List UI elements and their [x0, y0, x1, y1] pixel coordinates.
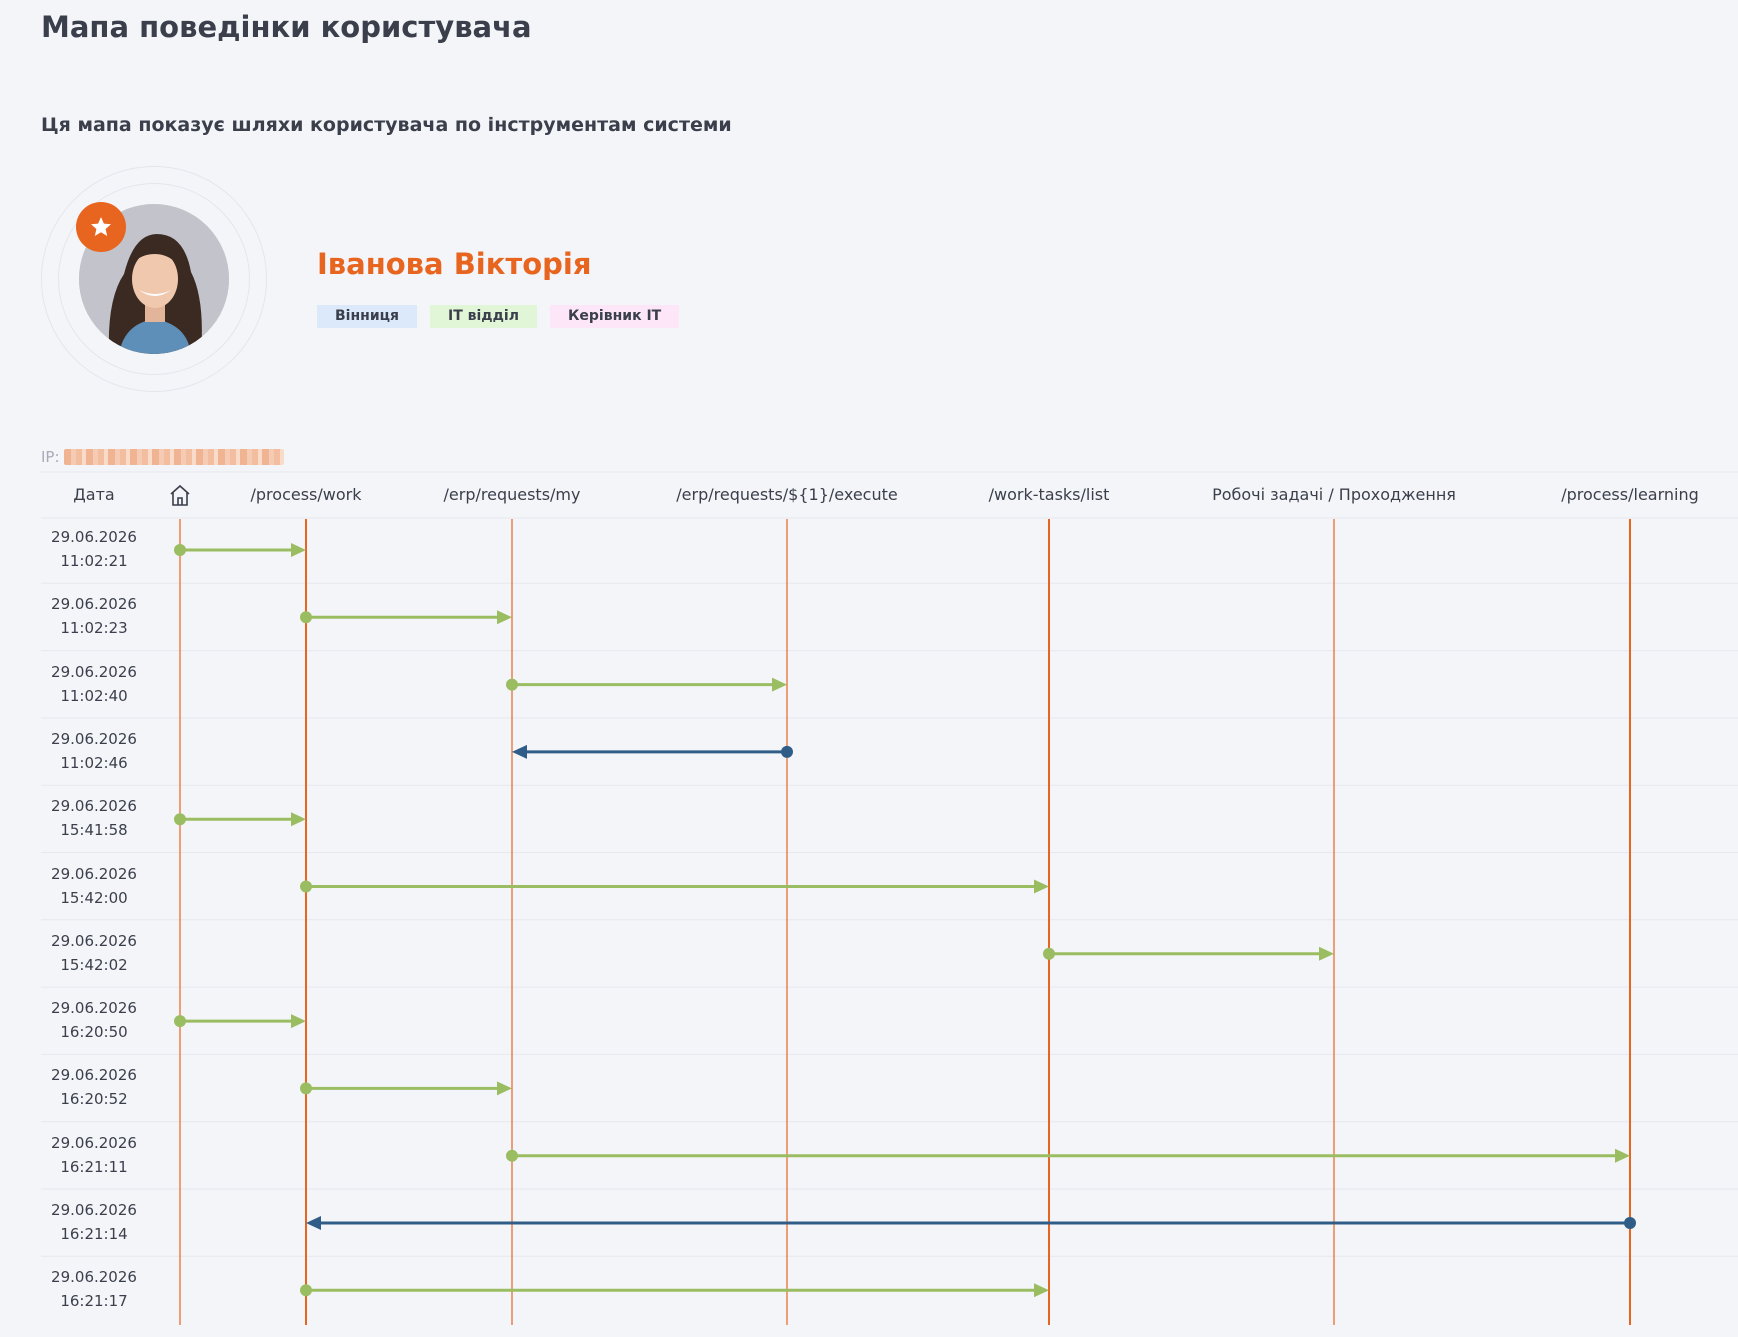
page-subtitle: Ця мапа показує шляхи користувача по інс… [41, 114, 732, 136]
date-header: Дата [73, 485, 115, 504]
avatar [79, 204, 229, 354]
user-name: Іванова Вікторія [317, 247, 592, 281]
column-header: /erp/requests/my [443, 485, 581, 504]
row-time: 16:21:14 [60, 1225, 128, 1243]
transition-start-dot [300, 880, 312, 893]
home-icon[interactable] [170, 484, 190, 506]
row-time: 11:02:40 [60, 686, 128, 705]
row-timestamp: 29.06.2026 15:42:02 [44, 929, 144, 977]
row-time: 16:21:11 [60, 1157, 128, 1176]
row-date: 29.06.2026 [51, 1066, 137, 1085]
row-date: 29.06.2026 [51, 999, 137, 1018]
star-badge [76, 202, 126, 252]
column-header: /erp/requests/${1}/execute [676, 485, 898, 504]
row-timestamp: 29.06.2026 15:41:58 [44, 794, 144, 842]
transition-arrow-head [497, 1081, 512, 1096]
transition-start-dot [300, 1284, 312, 1297]
row-date: 29.06.2026 [51, 662, 137, 681]
row-timestamp: 29.06.2026 16:21:14 [44, 1198, 144, 1246]
transition-arrow-head [1615, 1148, 1630, 1163]
row-timestamp: 29.06.2026 16:21:17 [44, 1265, 144, 1313]
row-time: 16:20:50 [60, 1023, 128, 1042]
row-time: 11:02:23 [60, 619, 128, 638]
column-header: /process/work [250, 485, 362, 504]
transition-arrow-head [1034, 879, 1049, 894]
column-header: Робочі задачі / Проходження [1212, 485, 1456, 504]
row-timestamp: 29.06.2026 11:02:40 [44, 660, 144, 708]
row-timestamp: 29.06.2026 11:02:21 [44, 525, 144, 573]
ip-label: IP: [41, 448, 60, 466]
avatar-outer-ring [41, 166, 267, 392]
row-date: 29.06.2026 [51, 595, 137, 614]
ip-row: IP: [41, 447, 284, 467]
row-date: 29.06.2026 [51, 1133, 137, 1152]
transition-arrow-head [1319, 946, 1334, 961]
row-date: 29.06.2026 [51, 1268, 137, 1287]
column-header: /work-tasks/list [988, 485, 1110, 504]
transition-arrow-head [291, 1014, 306, 1029]
row-timestamp: 29.06.2026 16:21:11 [44, 1131, 144, 1179]
star-icon [91, 217, 111, 236]
row-date: 29.06.2026 [51, 1201, 137, 1219]
page-title: Мапа поведінки користувача [41, 10, 532, 44]
row-date: 29.06.2026 [51, 931, 137, 950]
transition-start-dot [300, 1082, 312, 1095]
tag-department: ІТ відділ [430, 305, 537, 328]
transition-start-dot [1043, 947, 1055, 960]
row-time: 15:42:00 [60, 888, 128, 907]
transition-start-dot [174, 813, 186, 826]
transition-start-dot [506, 678, 518, 691]
row-date: 29.06.2026 [51, 797, 137, 816]
transition-arrow-head [772, 677, 787, 692]
tag-position: Керівник ІТ [549, 305, 680, 328]
transition-arrow-head [291, 543, 306, 557]
row-timestamp: 29.06.2026 16:20:52 [44, 1063, 144, 1111]
transition-start-dot [174, 544, 186, 556]
transition-start-dot [1624, 1217, 1636, 1229]
ip-value-blurred [63, 449, 284, 465]
transition-start-dot [781, 745, 793, 758]
transition-arrow-head [1034, 1283, 1049, 1298]
row-time: 11:02:21 [60, 552, 128, 570]
transition-arrow-head [291, 812, 306, 827]
avatar-inner-ring [58, 183, 250, 375]
transition-start-dot [506, 1149, 518, 1162]
user-tags: Вінниця ІТ відділ Керівник ІТ [317, 305, 680, 328]
row-time: 16:21:17 [60, 1292, 128, 1311]
row-timestamp: 29.06.2026 11:02:46 [44, 727, 144, 775]
user-avatar-block [41, 166, 267, 392]
row-time: 16:20:52 [60, 1090, 128, 1109]
transition-start-dot [300, 611, 312, 624]
column-header: /process/learning [1561, 485, 1699, 504]
row-timestamp: 29.06.2026 11:02:23 [44, 592, 144, 640]
user-photo [79, 204, 229, 354]
row-timestamp: 29.06.2026 16:20:50 [44, 996, 144, 1044]
row-time: 15:41:58 [60, 821, 128, 840]
transition-arrow-head [512, 744, 527, 759]
row-timestamp: 29.06.2026 15:42:00 [44, 862, 144, 910]
row-time: 15:42:02 [60, 955, 128, 974]
transition-arrow-head [306, 1216, 321, 1230]
row-date: 29.06.2026 [51, 864, 137, 883]
row-time: 11:02:46 [60, 753, 128, 772]
transition-arrow-head [497, 610, 512, 625]
transition-start-dot [174, 1015, 186, 1028]
row-date: 29.06.2026 [51, 528, 137, 546]
tag-city: Вінниця [317, 305, 417, 328]
row-date: 29.06.2026 [51, 729, 137, 748]
